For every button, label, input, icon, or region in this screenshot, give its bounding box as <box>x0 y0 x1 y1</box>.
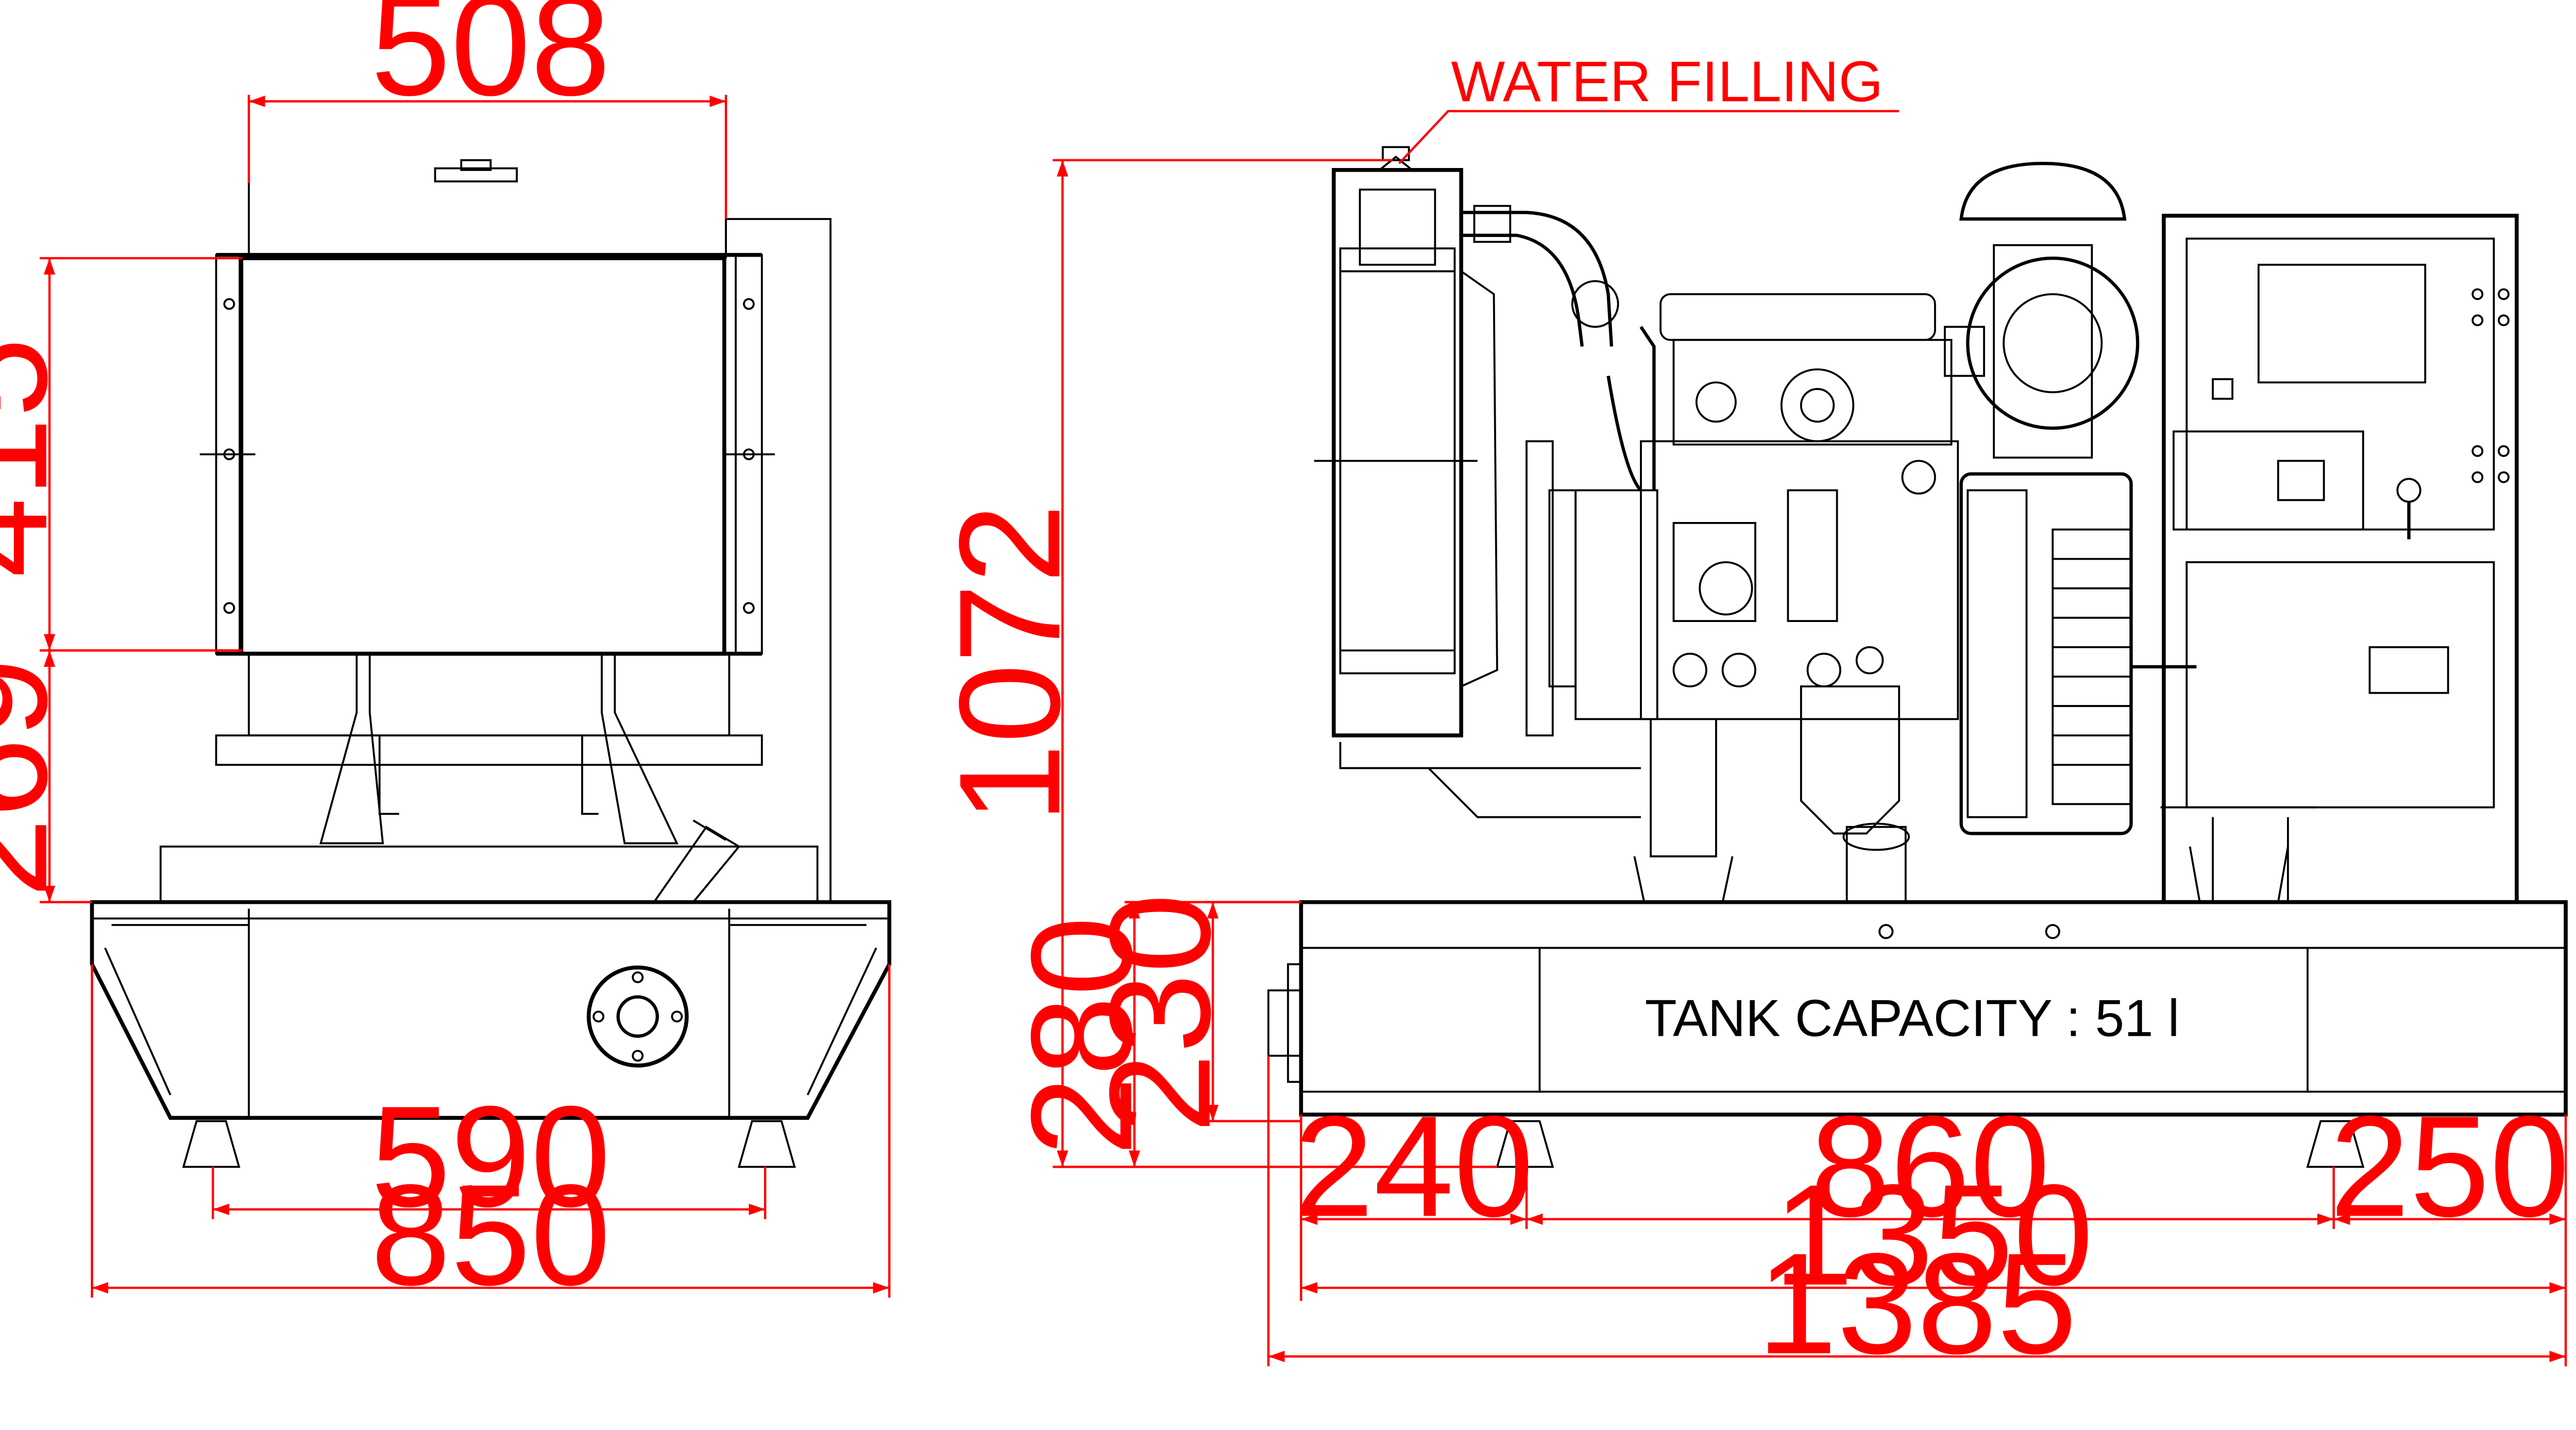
water-filling-label: WATER FILLING <box>1451 50 1883 114</box>
dimension-lines <box>40 94 2567 1367</box>
dim-240: 240 <box>1294 1086 1534 1247</box>
front-radiator-bolts <box>199 298 775 614</box>
side-alternator <box>1959 472 2197 835</box>
dim-850: 850 <box>371 1155 611 1316</box>
dim-280: 280 <box>1002 916 1162 1156</box>
side-view <box>1267 146 2568 1168</box>
dim-1072: 1072 <box>929 503 1090 823</box>
dim-1350: 1350 <box>1773 1155 2093 1316</box>
dim-415: 415 <box>0 338 77 578</box>
dim-230: 230 <box>1080 893 1241 1133</box>
side-radiator <box>1314 146 1478 737</box>
front-radiator <box>239 256 726 656</box>
side-base-tank <box>1267 900 2568 1117</box>
side-control-panel <box>2160 213 2519 904</box>
front-fuel-cap <box>586 965 689 1068</box>
front-view <box>90 159 891 1168</box>
dim-508: 508 <box>371 0 611 126</box>
dim-250: 250 <box>2330 1086 2570 1247</box>
dim-269: 269 <box>0 658 77 898</box>
dim-590: 590 <box>371 1076 611 1237</box>
side-engine-block <box>1574 293 1985 720</box>
dim-860: 860 <box>1810 1086 2050 1247</box>
tank-capacity-label: TANK CAPACITY : 51 l <box>1645 989 2180 1048</box>
side-air-filter <box>1959 161 2140 459</box>
dim-1385: 1385 <box>1757 1223 2077 1384</box>
